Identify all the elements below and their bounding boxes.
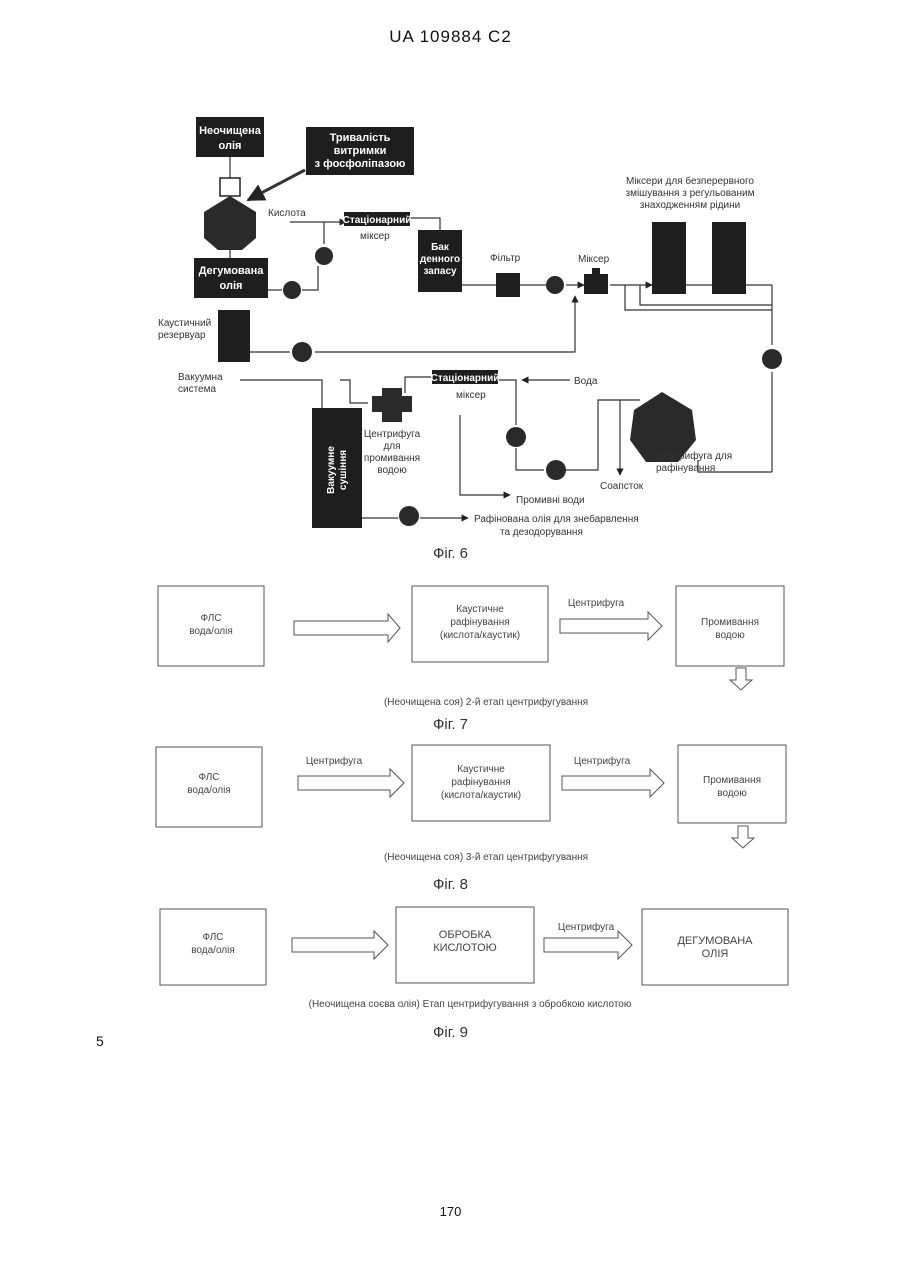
fig8-arrow-2 — [562, 769, 664, 797]
fig8-note: (Неочищена соя) 3-й етап центрифугування — [384, 851, 588, 863]
fig9-arrow2-label: Центрифуга — [558, 921, 615, 933]
fig9-arrow-1 — [292, 931, 388, 959]
fig9-box-3 — [642, 909, 788, 985]
fig9-box3-line-1: ДЕГУМОВАНА — [677, 935, 753, 947]
fig7-box2-line-2: рафінування — [450, 616, 509, 628]
fig9-note: (Неочищена соєва олія) Етап центрифугува… — [309, 998, 632, 1010]
fig7-arrow2-label: Центрифуга — [568, 597, 625, 609]
fig8-caption: Фіг. 8 — [0, 876, 901, 893]
fig8-box2-line-1: Каустичне — [457, 764, 505, 775]
fig7-box3-line-1: Промивання — [701, 617, 759, 628]
fig9-box3-line-2: ОЛІЯ — [702, 948, 729, 960]
fig8-box3-line-1: Промивання — [703, 775, 761, 786]
fig9-box1-line-1: ФЛС — [202, 932, 223, 943]
fig7-arrow-2 — [560, 612, 662, 640]
fig7-caption: Фіг. 7 — [0, 716, 901, 733]
fig8-out-arrow — [732, 826, 754, 848]
fig7-box3-line-2: водою — [715, 630, 745, 641]
fig7-box1-line-1: ФЛС — [200, 613, 221, 624]
line-number: 5 — [96, 1033, 104, 1049]
fig9-arrow-2 — [544, 931, 632, 959]
fig7-box2-line-1: Каустичне — [456, 604, 504, 615]
fig7-note: (Неочищена соя) 2-й етап центрифугування — [384, 696, 588, 708]
fig8-arrow2-label: Центрифуга — [574, 755, 631, 767]
fig8-box2-line-3: (кислота/каустик) — [441, 790, 521, 801]
fig8-arrow1-label: Центрифуга — [306, 755, 363, 767]
fig9-caption: Фіг. 9 — [0, 1024, 901, 1041]
fig9-box2-line-2: КИСЛОТОЮ — [433, 942, 497, 954]
fig9-box2-line-1: ОБРОБКА — [439, 929, 492, 941]
fig8-box2-line-2: рафінування — [451, 776, 510, 788]
fig7-box2-line-3: (кислота/каустик) — [440, 630, 520, 641]
fig8-box1-line-1: ФЛС — [198, 772, 219, 783]
fig7-out-arrow — [730, 668, 752, 690]
fig9-box1-line-2: вода/олія — [191, 945, 235, 956]
fig8-box3-line-2: водою — [717, 788, 747, 799]
page-number: 170 — [0, 1204, 901, 1219]
fig8-arrow-1 — [298, 769, 404, 797]
fig7-arrow-1 — [294, 614, 400, 642]
fig7-box1-line-2: вода/олія — [189, 626, 233, 637]
fig8-box1-line-2: вода/олія — [187, 785, 231, 796]
